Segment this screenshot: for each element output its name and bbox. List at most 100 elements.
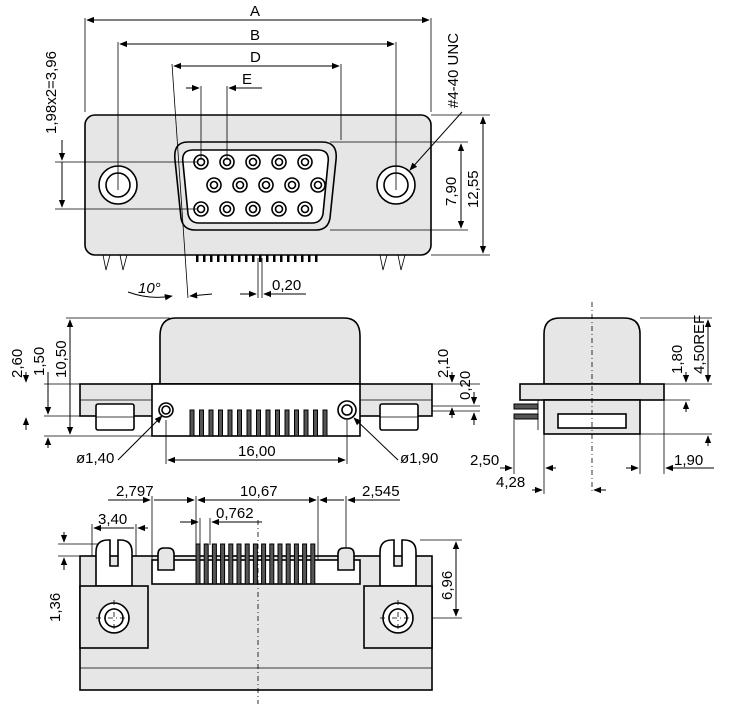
pin-hole-inner — [274, 204, 284, 214]
end-pin-lower — [513, 413, 539, 420]
pin-stub — [245, 255, 248, 262]
side-hole-large-inner — [341, 404, 353, 416]
side-pin — [303, 409, 309, 437]
pin-stub — [287, 255, 290, 262]
side-view: 2,60 1,50 10,50 2,10 0,20 ø1,40 ø1,90 16… — [9, 317, 480, 467]
dim-190-label: 1,90 — [674, 452, 703, 469]
side-pin — [189, 409, 195, 437]
bottom-pin — [195, 543, 201, 585]
side-pin — [208, 409, 214, 437]
dim-b-label: B — [250, 27, 260, 44]
side-hole-small-inner — [161, 405, 171, 415]
front-pin-stubs — [196, 255, 318, 262]
row-pitch-label: 1,98x2=3,96 — [43, 51, 60, 134]
pin-hole-inner — [248, 204, 258, 214]
pin-hole-inner — [313, 180, 323, 190]
side-pin — [227, 409, 233, 437]
pin-stub — [210, 255, 213, 262]
gap-020-label: 0,20 — [272, 277, 301, 294]
bottom-pin — [269, 543, 275, 585]
pin-stub — [266, 255, 269, 262]
dim-1050-label: 10,50 — [53, 340, 70, 378]
pin-hole-inner — [248, 157, 258, 167]
pin-stub — [203, 255, 206, 262]
dim-250-label: 2,50 — [470, 452, 499, 469]
dim-210-label: 2,10 — [435, 349, 452, 378]
pin-stub — [231, 255, 234, 262]
dim-2545-label: 2,545 — [362, 483, 400, 500]
bottom-pin — [293, 543, 299, 585]
side-pin — [284, 409, 290, 437]
side-pin — [265, 409, 271, 437]
side-pin — [313, 409, 318, 437]
bottom-pin — [310, 543, 316, 585]
d-shell-inner — [181, 149, 330, 224]
front-feet — [102, 254, 406, 271]
dim-136-label: 1,36 — [47, 593, 64, 622]
pin-stub — [301, 255, 304, 262]
pin-hole-inner — [196, 204, 206, 214]
dim-1600-label: 16,00 — [238, 443, 276, 460]
bottom-pin — [220, 543, 226, 585]
dim-a-label: A — [250, 3, 260, 20]
side-pin — [322, 409, 328, 437]
pin-stub — [294, 255, 297, 262]
right-boardlock-clip — [379, 539, 417, 587]
hole-large-leader — [353, 417, 399, 461]
dim-020-label: 0,20 — [457, 371, 474, 400]
pin-stub — [238, 255, 241, 262]
dim-790-label: 7,90 — [443, 177, 460, 206]
dim-340-label: 3,40 — [98, 511, 127, 528]
thread-leader — [409, 111, 463, 171]
pin-hole-inner — [300, 204, 310, 214]
bottom-pin — [261, 543, 267, 585]
side-pin — [199, 409, 204, 437]
side-pin — [275, 409, 280, 437]
left-boardlock-clip — [95, 539, 133, 587]
pin-stub — [252, 255, 255, 262]
bottom-pin — [211, 543, 217, 585]
side-shell — [159, 317, 361, 385]
side-pin — [237, 409, 242, 437]
side-pin — [294, 409, 299, 437]
pin-hole-inner — [287, 180, 297, 190]
dim-2797-label: 2,797 — [116, 483, 154, 500]
dim-180-label: 1,80 — [669, 345, 686, 374]
hole-small-label: ø1,40 — [76, 450, 114, 467]
dim-d-label: D — [250, 49, 261, 66]
bottom-pin — [203, 543, 209, 585]
hole-large-label: ø1,90 — [400, 450, 438, 467]
bottom-pin — [285, 543, 291, 585]
dim-1255-label: 12,55 — [465, 170, 482, 208]
thread-label: #4-40 UNC — [445, 33, 462, 108]
dim-428-label: 4,28 — [496, 474, 525, 491]
bottom-pin — [302, 543, 308, 585]
pin-hole-inner — [209, 180, 219, 190]
dim-260-label: 2,60 — [9, 349, 26, 378]
side-pin — [246, 409, 252, 437]
bottom-pins — [195, 543, 316, 585]
angle-arc — [127, 291, 173, 301]
end-view: 1,80 4,50REF 2,50 4,28 1,90 — [470, 302, 714, 494]
side-pin — [256, 409, 261, 437]
bottom-pin — [244, 543, 250, 585]
dim-1067-label: 10,67 — [240, 483, 278, 500]
side-pins — [189, 409, 328, 437]
pin-hole-inner — [300, 157, 310, 167]
pin-stub — [315, 255, 318, 262]
dim-e-label: E — [242, 71, 252, 88]
pin-stub — [196, 255, 199, 262]
hole-small-leader — [117, 415, 163, 461]
pin-stub — [259, 255, 262, 262]
angle-label: 10° — [138, 280, 161, 297]
pin-hole-inner — [274, 157, 284, 167]
front-view: A B D E #4-40 UNC 1,98x2=3,96 7,90 12 — [43, 3, 490, 301]
bottom-pin — [252, 543, 258, 585]
pin-stub — [217, 255, 220, 262]
right-standoff — [337, 547, 355, 571]
dim-150-label: 1,50 — [31, 347, 48, 376]
bottom-pin — [228, 543, 234, 585]
left-standoff — [157, 547, 175, 571]
bottom-pin — [277, 543, 283, 585]
